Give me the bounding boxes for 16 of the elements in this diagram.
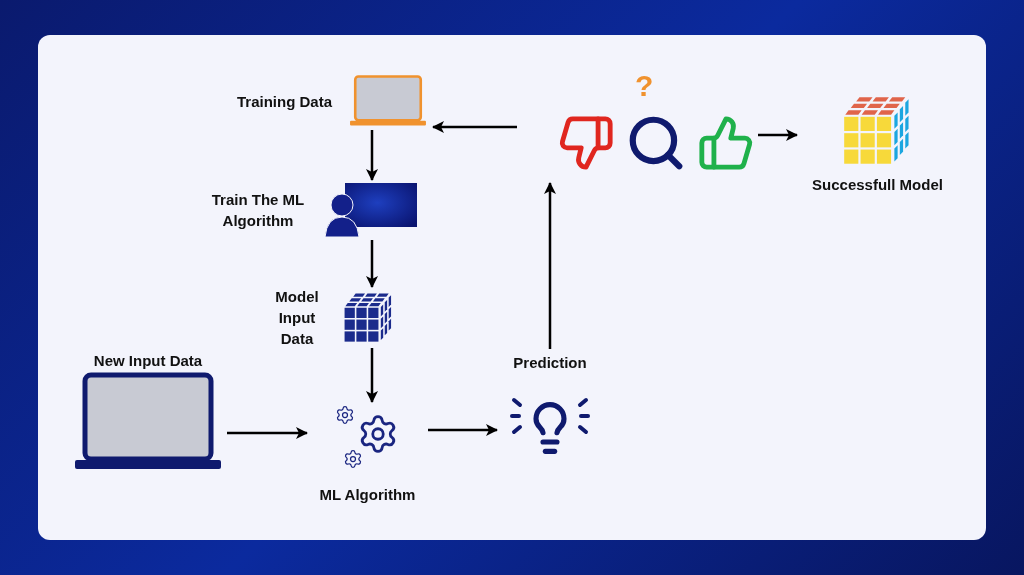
node-label: New Input Data bbox=[93, 351, 203, 371]
arrow bbox=[227, 427, 308, 439]
node-label: ML Algorithm bbox=[319, 485, 416, 505]
node-label: Model Input Data bbox=[274, 287, 320, 349]
node-label: Prediction bbox=[513, 353, 587, 373]
arrow bbox=[366, 240, 378, 288]
node-label: Successfull Model bbox=[812, 175, 943, 195]
arrow bbox=[428, 424, 498, 436]
node-label: Training Data bbox=[236, 91, 332, 112]
arrow bbox=[366, 348, 378, 403]
node-label: Train The ML Algorithm bbox=[210, 190, 306, 231]
arrow bbox=[758, 129, 798, 141]
question-mark: ? bbox=[635, 70, 654, 102]
arrow bbox=[432, 121, 517, 133]
arrow bbox=[544, 182, 556, 349]
arrow bbox=[366, 130, 378, 181]
